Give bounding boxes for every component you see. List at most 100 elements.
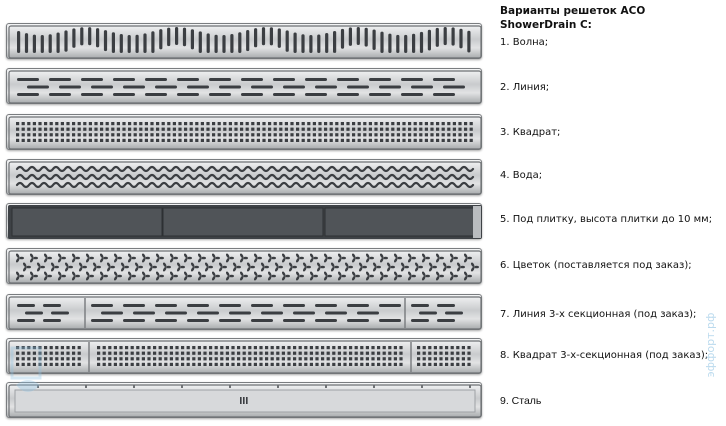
square-hole <box>430 122 434 126</box>
flower-petal <box>408 276 412 281</box>
line-slot <box>411 319 429 322</box>
square-hole <box>382 362 386 366</box>
square-hole <box>60 122 64 126</box>
square-hole <box>385 138 389 142</box>
square-hole <box>456 362 460 366</box>
square-hole <box>16 138 20 142</box>
flower-petal <box>222 265 228 269</box>
square-hole <box>296 133 300 137</box>
square-hole <box>447 127 451 131</box>
square-hole <box>44 346 48 350</box>
square-hole <box>21 357 25 361</box>
flower-petal <box>275 267 279 272</box>
square-hole <box>256 127 260 131</box>
flower-petal <box>30 276 34 281</box>
square-hole <box>321 357 325 361</box>
square-hole <box>195 127 199 131</box>
square-hole <box>139 133 143 137</box>
square-hole <box>365 346 369 350</box>
square-hole <box>133 122 137 126</box>
square-hole <box>55 133 59 137</box>
square-hole <box>304 351 308 355</box>
square-hole <box>422 346 426 350</box>
square-hole <box>281 357 285 361</box>
square-hole <box>66 362 70 366</box>
square-hole <box>335 133 339 137</box>
square-hole <box>169 357 173 361</box>
variant-label-6: 6. Цветок (поставляется под заказ); <box>500 260 692 271</box>
square-hole <box>467 362 471 366</box>
flower-petal <box>89 274 94 278</box>
square-hole <box>214 346 218 350</box>
flower-petal <box>215 256 221 260</box>
line-slot <box>305 78 327 81</box>
flower-petal <box>201 256 207 260</box>
square-hole <box>340 127 344 131</box>
flower-petal <box>114 276 118 281</box>
square-hole <box>195 138 199 142</box>
flower-petal <box>128 271 132 276</box>
square-hole <box>100 127 104 131</box>
square-hole <box>301 133 305 137</box>
square-hole <box>312 138 316 142</box>
wave-slot <box>167 27 171 47</box>
square-hole <box>72 122 76 126</box>
wave-slot <box>380 31 384 53</box>
flower-petal <box>23 262 27 267</box>
wave-slot <box>80 27 84 46</box>
flower-petal <box>205 267 209 272</box>
square-hole <box>461 351 465 355</box>
square-hole <box>248 351 252 355</box>
square-hole <box>298 362 302 366</box>
square-hole <box>439 362 443 366</box>
square-hole <box>189 127 193 131</box>
square-hole <box>206 122 210 126</box>
square-hole <box>413 138 417 142</box>
square-hole <box>16 122 20 126</box>
line-slot <box>337 93 359 96</box>
flower-petal <box>348 265 353 269</box>
flower-petal <box>86 271 90 276</box>
line-slot <box>81 78 103 81</box>
square-hole <box>447 122 451 126</box>
steel-handle <box>243 397 245 404</box>
square-hole <box>380 127 384 131</box>
line-slot <box>197 311 219 315</box>
square-hole <box>251 133 255 137</box>
square-hole <box>116 127 120 131</box>
square-hole <box>223 138 227 142</box>
line-slot <box>325 311 347 315</box>
steel-clip <box>37 385 39 388</box>
square-hole <box>66 122 70 126</box>
square-hole <box>16 133 20 137</box>
square-hole <box>16 362 20 366</box>
line-slot <box>315 85 337 89</box>
square-hole <box>147 351 151 355</box>
square-hole <box>329 133 333 137</box>
flower-petal <box>201 274 207 278</box>
flower-petal <box>401 267 405 272</box>
flower-petal <box>289 267 293 272</box>
line-slot <box>209 78 231 81</box>
square-hole <box>55 138 59 142</box>
square-hole <box>206 127 210 131</box>
square-hole <box>139 122 143 126</box>
square-hole <box>360 346 364 350</box>
square-hole <box>346 122 350 126</box>
square-hole <box>374 127 378 131</box>
flower-petal <box>184 271 188 276</box>
square-hole <box>122 133 126 137</box>
square-hole <box>214 351 218 355</box>
wave-slot <box>48 34 52 53</box>
square-hole <box>422 357 426 361</box>
tile-end-cap <box>473 206 481 238</box>
square-hole <box>240 138 244 142</box>
steel-clip <box>325 385 327 388</box>
square-hole <box>119 362 123 366</box>
square-hole <box>49 127 53 131</box>
square-hole <box>445 351 449 355</box>
square-hole <box>212 138 216 142</box>
square-hole <box>242 351 246 355</box>
square-hole <box>94 122 98 126</box>
square-hole <box>343 346 347 350</box>
